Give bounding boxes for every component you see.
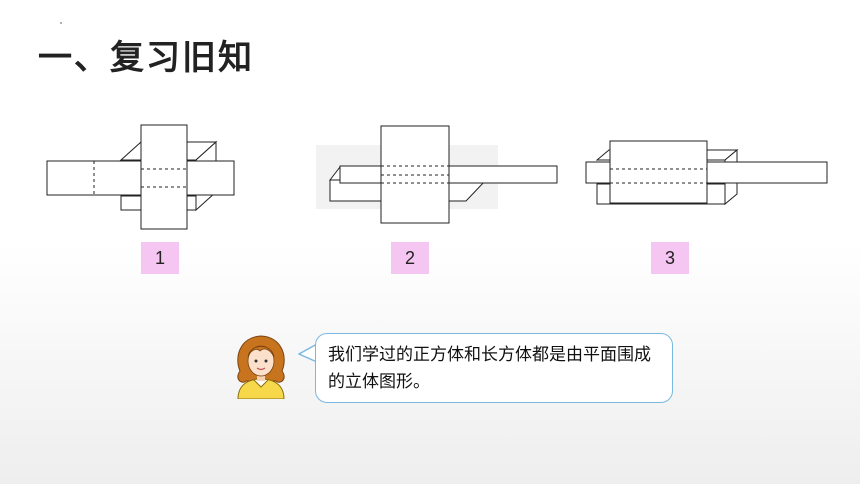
- figure-1-label: 1: [141, 242, 179, 274]
- figure-2-diagram: [316, 125, 558, 224]
- girl-avatar-icon: [237, 335, 285, 399]
- figure-3-diagram: [585, 140, 828, 206]
- figure-2-label: 2: [391, 242, 429, 274]
- speech-bubble: 我们学过的正方体和长方体都是由平面围成的立体图形。: [315, 333, 673, 403]
- figure-3-label: 3: [651, 242, 689, 274]
- decor-dot: [60, 22, 62, 24]
- speech-text: 我们学过的正方体和长方体都是由平面围成的立体图形。: [328, 345, 651, 392]
- page-title: 一、复习旧知: [38, 38, 254, 78]
- speech-bubble-tail: [298, 343, 318, 363]
- figure-1-diagram: [46, 124, 235, 230]
